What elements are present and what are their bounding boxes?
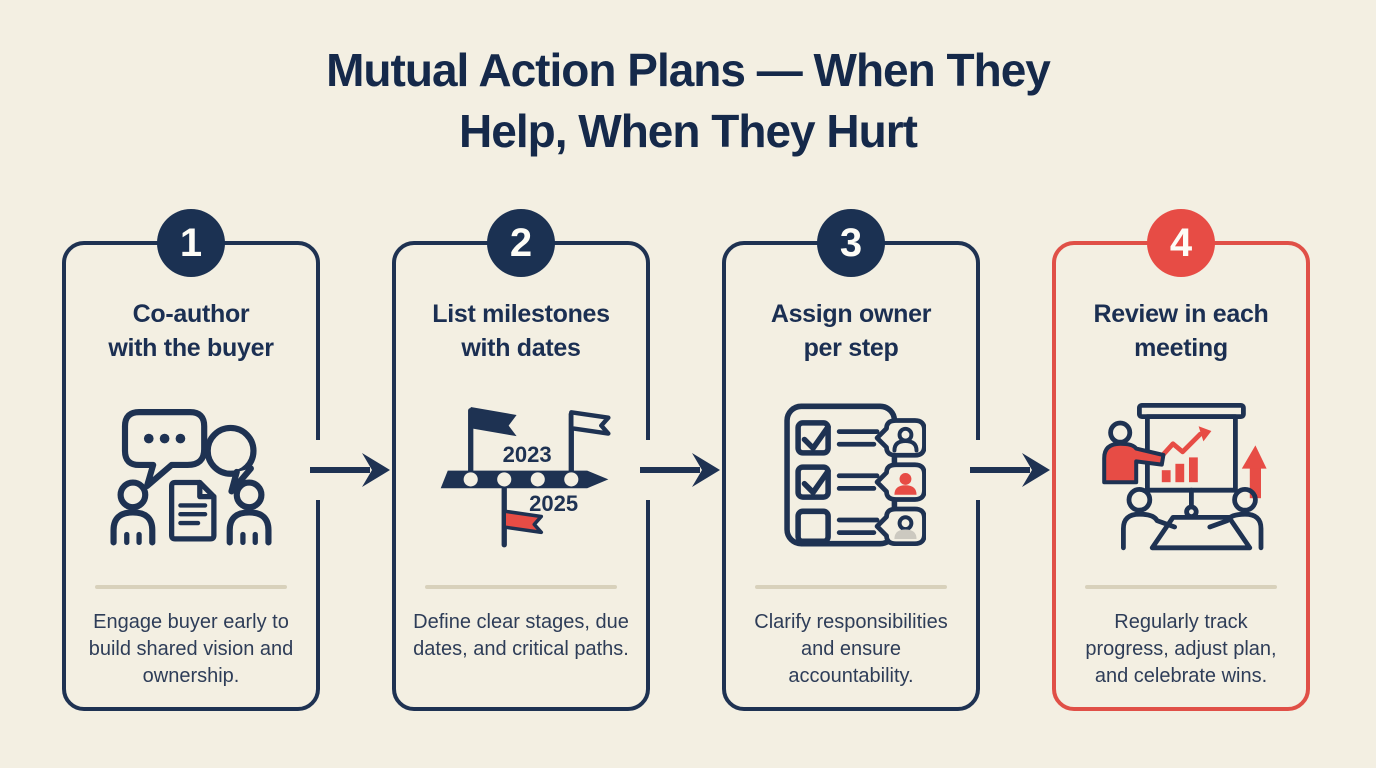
step-number-badge-1: 1 [157,209,225,277]
step-number-badge-3: 3 [817,209,885,277]
growth-chart-icon [1154,426,1212,483]
checklist-row-1 [795,418,926,458]
step-card-milestones: 2 List milestones with dates [392,209,650,711]
step-title-2-line1: List milestones [432,300,610,328]
flag-outline-icon [569,410,611,436]
step-title-3-line2: per step [803,334,899,362]
step-number-badge-2: 2 [487,209,555,277]
step-description-1: Engage buyer early to build shared visio… [88,611,294,687]
step-title-4-line2: meeting [1134,334,1228,362]
step-title-3: Assign owner per step [770,297,932,365]
step-card-owners: 3 Assign owner per step [722,209,980,711]
step-title-1-line2: with the buyer [108,334,274,362]
timeline-year-end: 2025 [529,491,578,516]
speech-bubble-right-icon [204,424,257,494]
seated-person-left-icon [1121,487,1177,551]
meeting-review-icon [1056,365,1306,585]
divider [425,585,617,589]
checklist-row-2 [795,462,926,502]
meeting-table [1149,515,1253,551]
page-title-line1: Mutual Action Plans — When They [326,44,1051,96]
step-title-2-line2: with dates [461,334,581,362]
step-description-4: Regularly track progress, adjust plan, a… [1085,611,1277,687]
presenter-icon [1102,420,1166,485]
person-right-icon [226,478,272,545]
step-card-coauthor: 1 Co-author with the buyer [62,209,320,711]
step-description-3: Clarify responsibilities and ensure acco… [754,611,948,687]
step-number-badge-4: 4 [1147,209,1215,277]
checklist-row-3 [795,506,926,547]
step-title-1-line1: Co-author [132,300,250,328]
checklist-owners-icon [726,365,976,585]
document-icon [169,479,217,541]
timeline-year-start: 2023 [503,442,552,467]
step-card-review: 4 Review in each meeting [1052,209,1310,711]
up-arrow-icon [1241,445,1267,499]
timeline-flags-icon: 2023 2025 [396,365,646,585]
page-title: Mutual Action Plans — When They Help, Wh… [0,40,1376,162]
step-description-2: Define clear stages, due dates, and crit… [413,611,629,660]
step-title-2: List milestones with dates [432,297,610,365]
arrow-right-icon-2 [634,440,724,500]
divider [95,585,287,589]
person-left-icon [110,478,156,545]
step-title-3-line1: Assign owner [770,300,932,328]
divider [755,585,947,589]
flag-red-icon [502,509,544,535]
speech-bubble-left-icon [121,408,208,489]
arrow-right-icon-1 [304,440,394,500]
flag-filled-icon [470,407,517,437]
arrow-right-icon-3 [964,440,1054,500]
step-title-1: Co-author with the buyer [108,297,274,365]
conversation-co-author-icon [66,365,316,585]
seated-person-right-icon [1207,487,1264,551]
step-title-4-line1: Review in each [1093,300,1269,328]
step-title-4: Review in each meeting [1093,297,1268,365]
divider [1085,585,1277,589]
page-title-line2: Help, When They Hurt [459,105,918,157]
